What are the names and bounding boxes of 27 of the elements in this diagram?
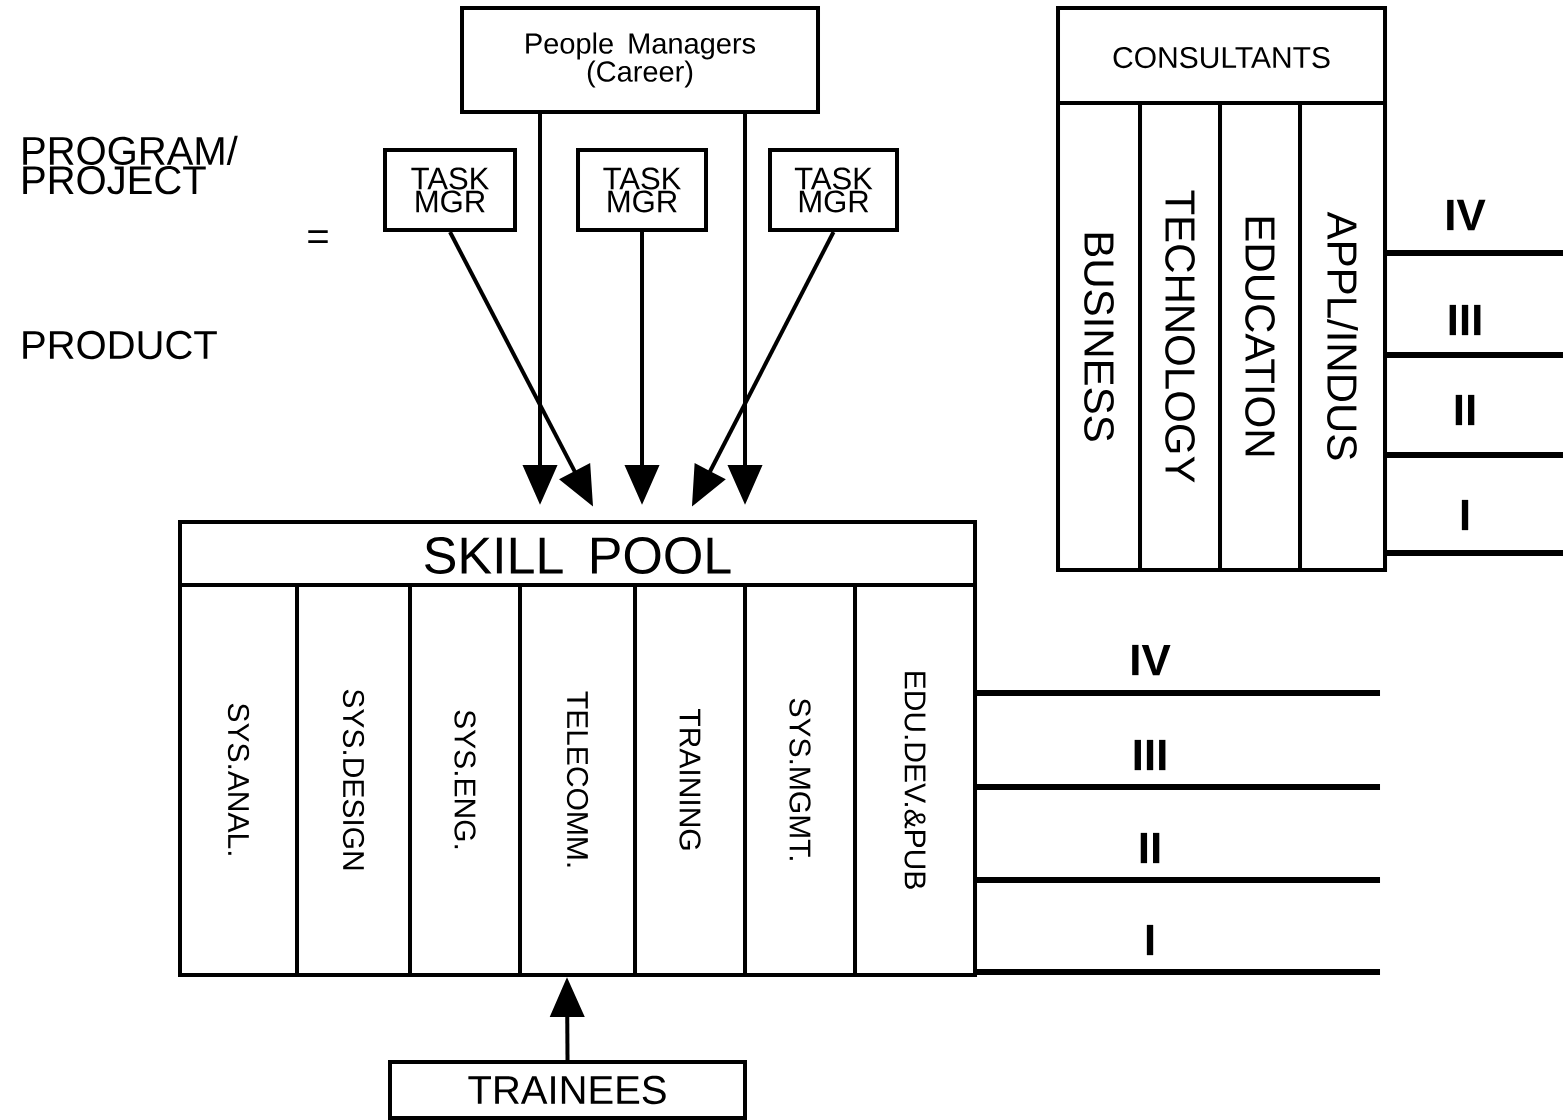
side-label: PROGRAM/ PROJECT: [23, 135, 238, 195]
level-numeral: II: [1455, 394, 1475, 426]
level-numeral: I: [1461, 499, 1469, 531]
column-box: SYS.ENG.: [408, 583, 522, 977]
column-box: TECHNOLOGY: [1138, 101, 1222, 572]
side-label: PRODUCT: [23, 330, 217, 360]
level-numeral: II: [1140, 832, 1160, 864]
level-numeral: III: [1449, 304, 1481, 336]
label-box: TRAINEES: [388, 1060, 747, 1120]
column-box: TRAINING: [633, 583, 747, 977]
label-box: People Managers (Career): [460, 6, 820, 114]
column-box: EDU.DEV.&PUB: [853, 583, 977, 977]
side-label: =: [308, 230, 328, 244]
level-numeral: IV: [1132, 644, 1171, 676]
label-box: TASK MGR: [576, 148, 708, 232]
column-box: BUSINESS: [1056, 101, 1142, 572]
label-box: TASK MGR: [383, 148, 517, 232]
column-box: SYS.DESIGN: [295, 583, 412, 977]
column-box: SYS.ANAL.: [178, 583, 299, 977]
level-numeral: IV: [1447, 199, 1486, 231]
column-box: TELECOMM.: [518, 583, 637, 977]
level-numeral: III: [1134, 739, 1166, 771]
label-box: TASK MGR: [768, 148, 899, 232]
level-numeral: I: [1146, 924, 1154, 956]
column-box: SYS.MGMT.: [743, 583, 857, 977]
column-box: EDUCATION: [1218, 101, 1302, 572]
column-box: APPL/INDUS: [1298, 101, 1387, 572]
